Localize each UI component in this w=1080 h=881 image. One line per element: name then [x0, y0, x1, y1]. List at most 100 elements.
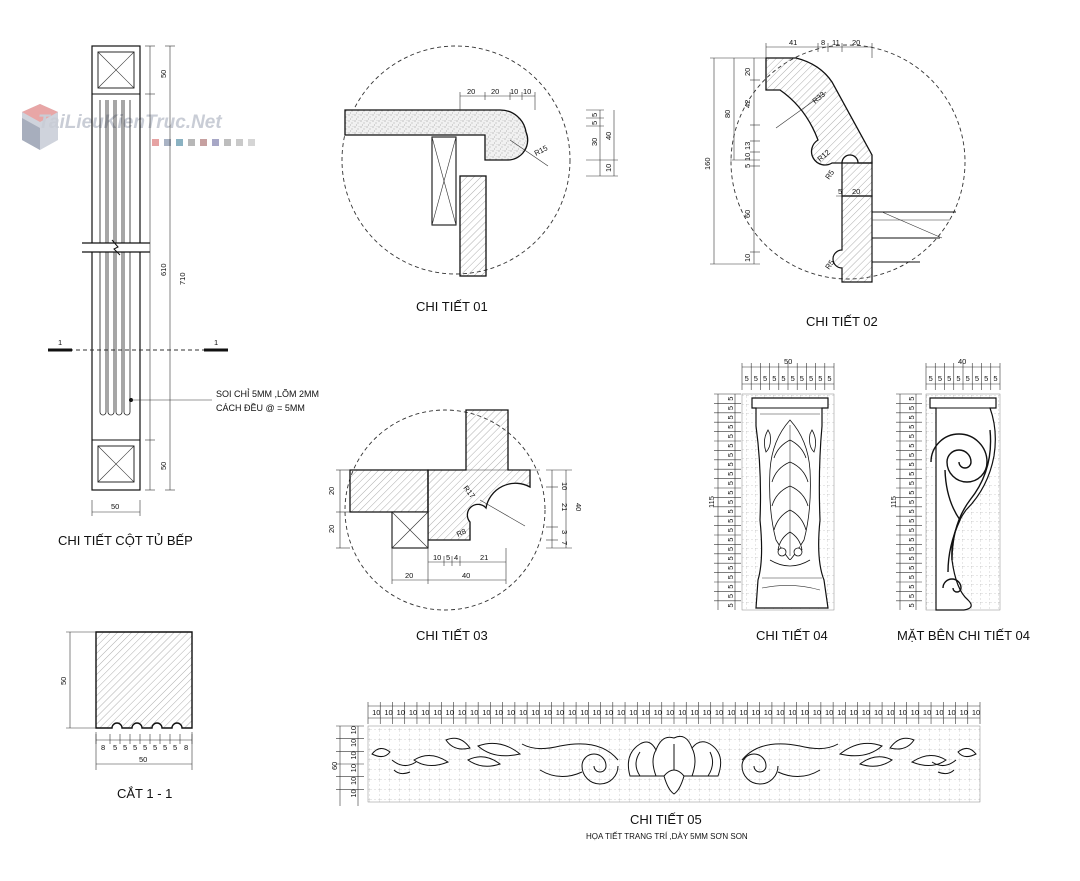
column-dim-width: 50 [111, 502, 119, 511]
detail05-cell-label: 10 [349, 751, 358, 759]
detail03-title: CHI TIẾT 03 [416, 628, 488, 643]
detail05-cell-label: 10 [349, 764, 358, 772]
detail05-cell-label: 10 [825, 708, 833, 717]
detail04-side-cell-label: 5 [907, 444, 916, 448]
detail04-cell-label: 5 [726, 509, 735, 513]
detail04-side-cell-label: 5 [993, 374, 997, 383]
detail05-cell-label: 10 [433, 708, 441, 717]
detail04-side-cell-label: 5 [907, 453, 916, 457]
detail04-side-cell-label: 5 [907, 406, 916, 410]
detail04-cell-label: 5 [818, 374, 822, 383]
detail04-side-cell-label: 5 [907, 415, 916, 419]
detail04-cell-label: 5 [772, 374, 776, 383]
detail04-cell-label: 5 [781, 374, 785, 383]
detail05-cell-label: 10 [886, 708, 894, 717]
detail05-cell-label: 10 [495, 708, 503, 717]
detail04-cell-label: 5 [726, 425, 735, 429]
detail04-cell-label: 5 [754, 374, 758, 383]
column-dim-overall: 710 [178, 272, 187, 285]
detail05-cell-label: 10 [397, 708, 405, 717]
detail03-dim-right-4: 7 [560, 541, 569, 545]
detail04-cell-label: 5 [726, 556, 735, 560]
detail05-cell-label: 10 [629, 708, 637, 717]
detail02-small-dim-1: 20 [852, 187, 860, 196]
detail05-cell-label: 10 [972, 708, 980, 717]
detail05-cell-label: 10 [752, 708, 760, 717]
detail05-cell-label: 10 [837, 708, 845, 717]
detail01-title: CHI TIẾT 01 [416, 299, 488, 314]
detail05-cell-label: 10 [349, 789, 358, 797]
detail05-cell-label: 10 [568, 708, 576, 717]
detail05-cell-label: 10 [788, 708, 796, 717]
detail05-cell-label: 10 [849, 708, 857, 717]
detail04-acanthus [764, 419, 816, 567]
detail05-cell-label: 10 [507, 708, 515, 717]
detail04-side-cell-label: 5 [966, 374, 970, 383]
detail05: 10 10 10 10 10 10 10 10 10 10 10 10 10 10 10 10 10 10 10 10… [330, 702, 981, 841]
detail04-cell-label: 5 [726, 519, 735, 523]
detail02-dim-left-7: 60 [743, 210, 752, 218]
detail04-cell-label: 5 [791, 374, 795, 383]
detail04-cell-label: 5 [726, 462, 735, 466]
section11-title: CẮT 1 - 1 [117, 786, 172, 801]
section-mark-left: 1 [58, 338, 62, 347]
detail04-cell-label: 5 [763, 374, 767, 383]
detail04-cell-label: 5 [726, 397, 735, 401]
detail03-dim-bottom-0: 10 [433, 553, 441, 562]
detail04-cell-label: 5 [827, 374, 831, 383]
detail05-cell-label: 10 [384, 708, 392, 717]
detail04-side-cell-label: 5 [907, 500, 916, 504]
detail04-side-cell-label: 5 [907, 575, 916, 579]
detail03-dim-bottom-3: 21 [480, 553, 488, 562]
detail05-cell-label: 10 [703, 708, 711, 717]
detail02-dim-left-8: 10 [743, 254, 752, 262]
detail04-side-cell-label: 5 [907, 556, 916, 560]
detail03-dim-right-1: 21 [560, 503, 569, 511]
detail04-cell-label: 5 [726, 491, 735, 495]
detail04-cell-label: 5 [726, 603, 735, 607]
detail05-cell-label: 10 [470, 708, 478, 717]
detail03-dim-bottom2-1: 40 [462, 571, 470, 580]
detail04-cell-label: 5 [726, 415, 735, 419]
detail04-side-cell-label: 5 [907, 566, 916, 570]
detail04-cell-label: 5 [726, 594, 735, 598]
detail03-radius-1: R8 [455, 527, 467, 539]
detail05-cell-label: 10 [592, 708, 600, 717]
column-elevation: 1 1 SOI CHỈ 5MM ,LÕM 2MM CÁCH ĐỀU @ = 5M… [48, 45, 319, 548]
detail04-cell-label: 5 [726, 434, 735, 438]
detail04-side-width: 40 [958, 357, 966, 366]
section11-bottom-dim: 5 [143, 743, 147, 752]
section11-bottom-dim: 5 [173, 743, 177, 752]
detail05-cell-label: 10 [960, 708, 968, 717]
detail04-side-cell-label: 5 [947, 374, 951, 383]
detail04-side-cell-label: 5 [907, 603, 916, 607]
detail03-dim-bottom2-0: 20 [405, 571, 413, 580]
detail04-side-cell-label: 5 [907, 434, 916, 438]
detail05-cell-label: 10 [801, 708, 809, 717]
detail05-cell-label: 10 [739, 708, 747, 717]
detail04-side-title: MẶT BÊN CHI TIẾT 04 [897, 628, 1030, 643]
detail05-cell-label: 10 [617, 708, 625, 717]
detail05-cell-label: 10 [666, 708, 674, 717]
detail04-side-cell-label: 5 [907, 528, 916, 532]
detail03-dim-left-0: 20 [327, 487, 336, 495]
detail05-cell-label: 10 [947, 708, 955, 717]
section-mark-right: 1 [214, 338, 218, 347]
section11-height: 50 [59, 677, 68, 685]
detail04-cell-label: 5 [726, 481, 735, 485]
detail04-cell-label: 5 [726, 575, 735, 579]
detail04-cell-label: 5 [726, 528, 735, 532]
column-title: CHI TIẾT CỘT TỦ BẾP [58, 533, 193, 548]
detail04-width: 50 [784, 357, 792, 366]
detail05-cell-label: 10 [446, 708, 454, 717]
column-dim-middle: 610 [159, 263, 168, 276]
detail05-cell-label: 10 [556, 708, 564, 717]
detail02-dim-left-2: 80 [723, 110, 732, 118]
column-dim-bottom: 50 [159, 462, 168, 470]
detail04-cell-label: 5 [726, 538, 735, 542]
detail05-cell-label: 10 [349, 777, 358, 785]
